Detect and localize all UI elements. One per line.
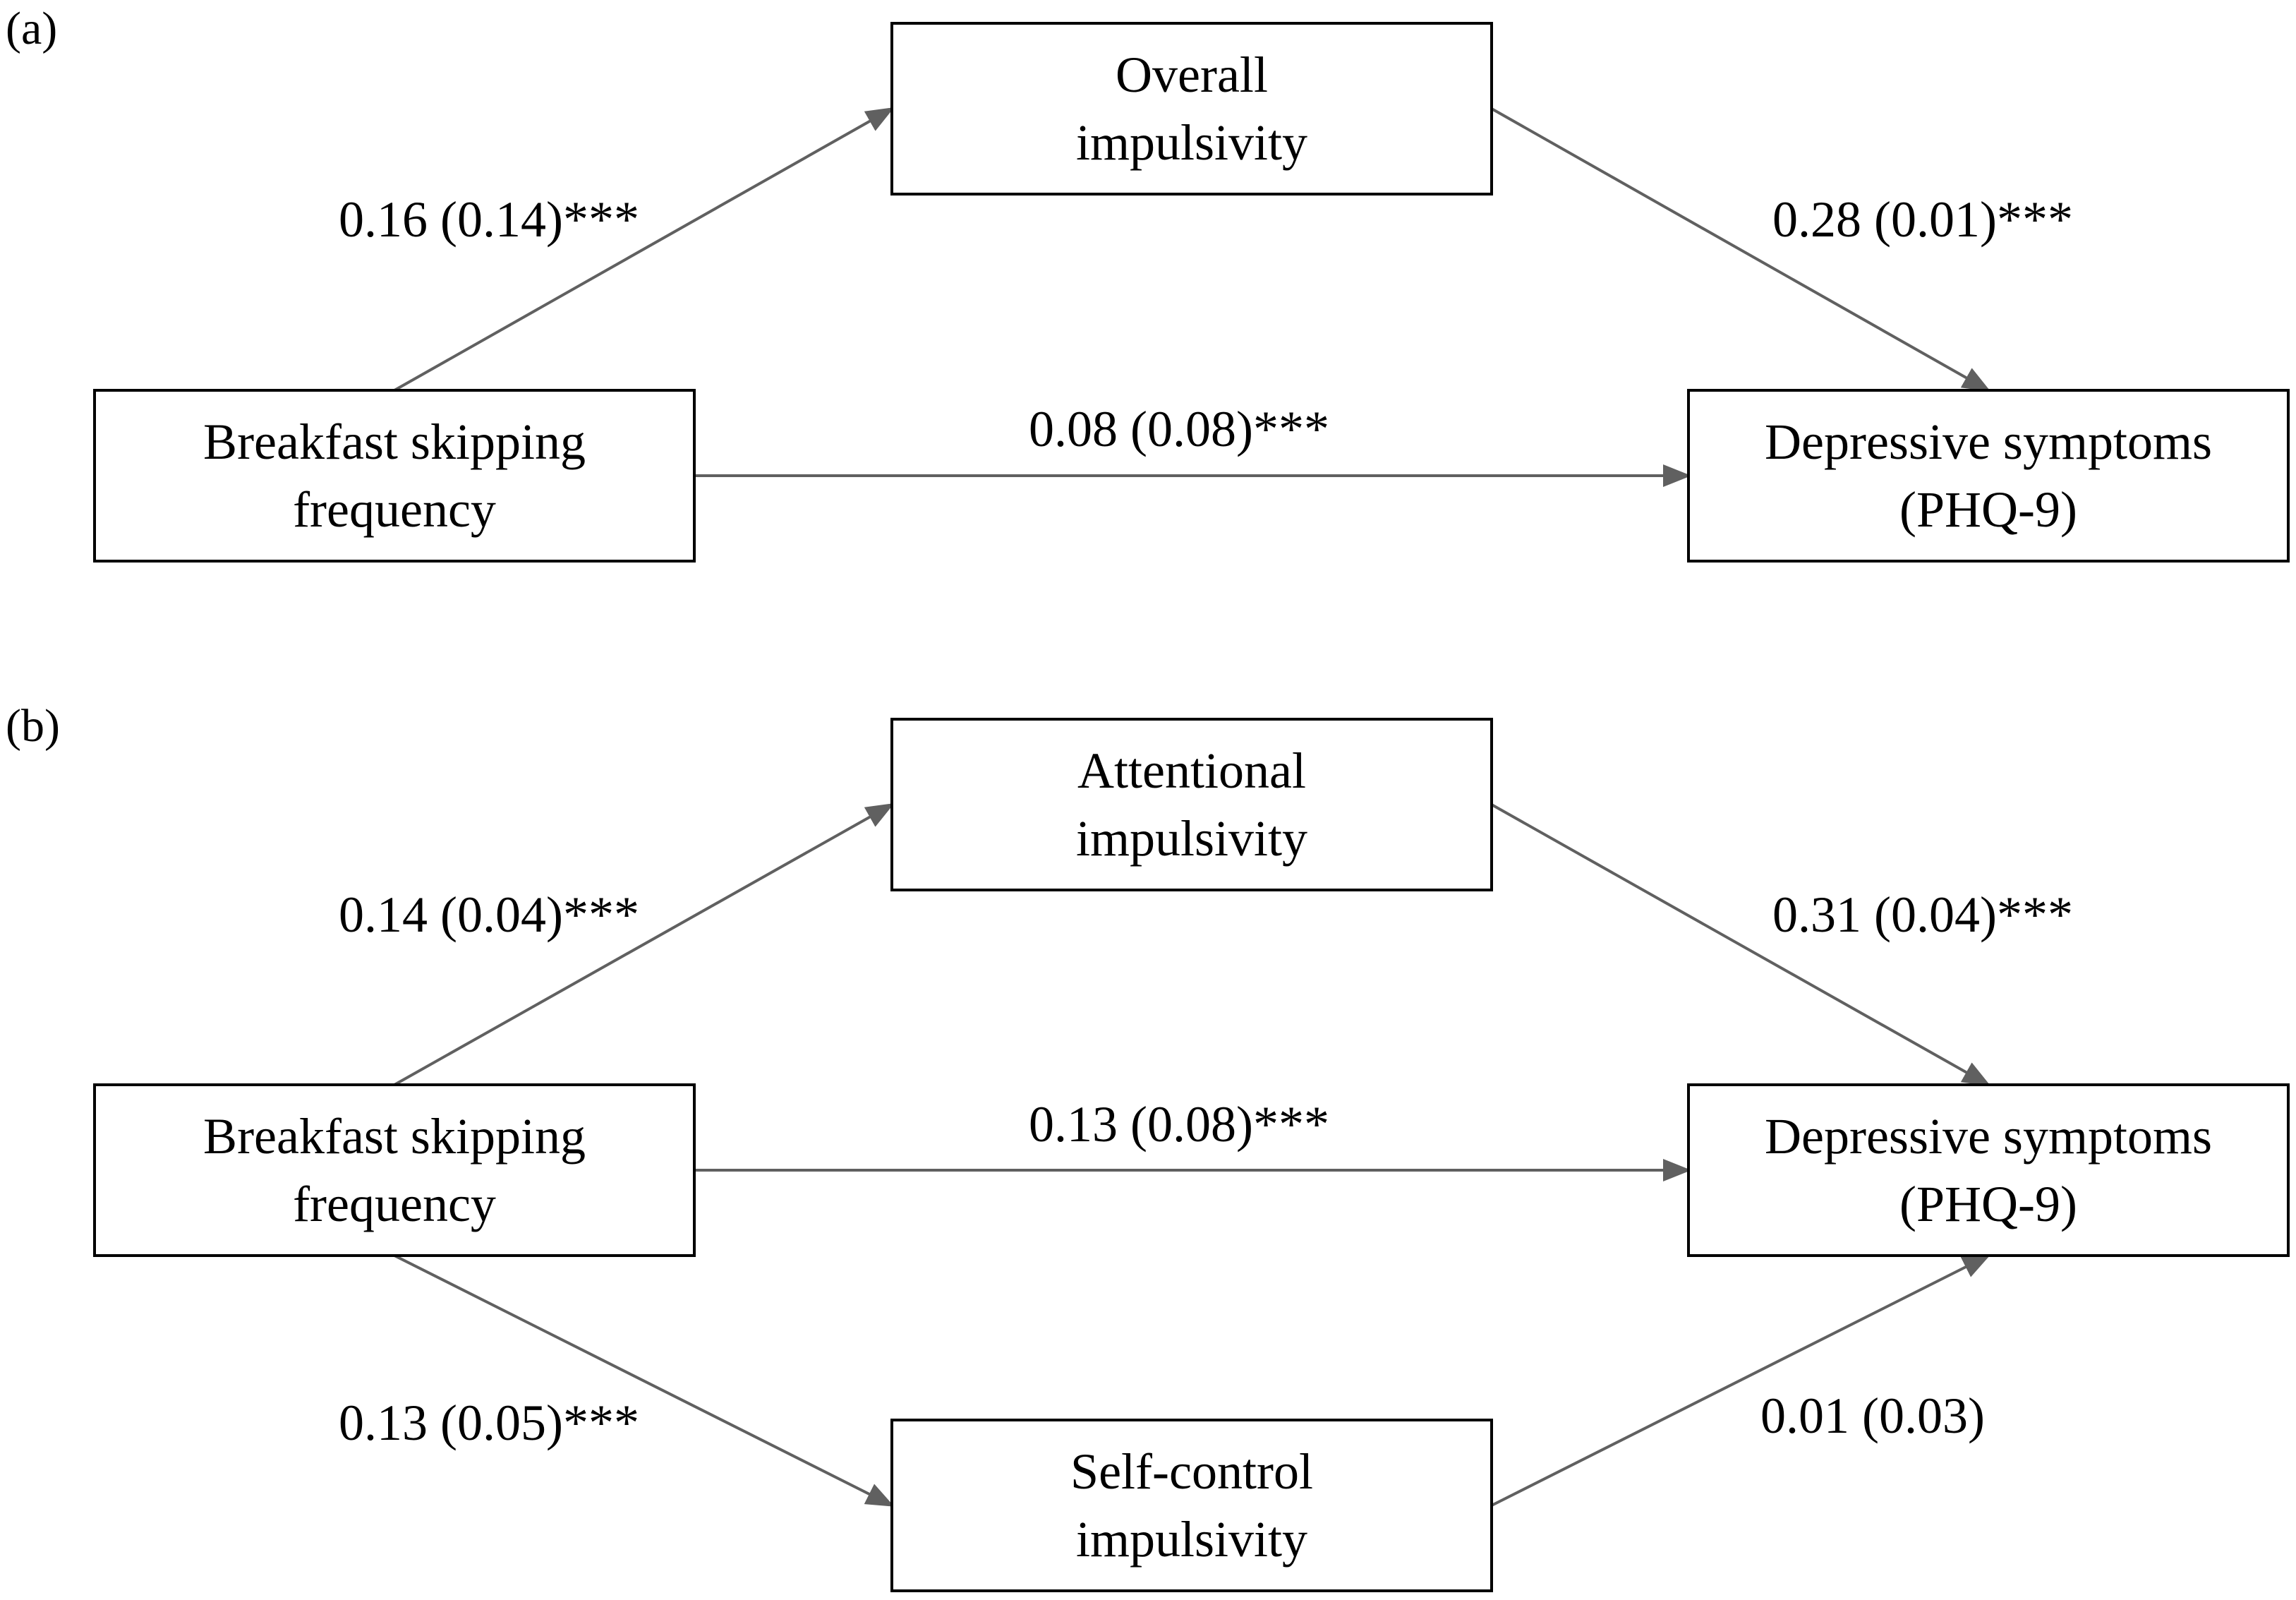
arrow-b2-path: [1491, 1254, 1991, 1507]
node-label-line: Overall: [1116, 47, 1268, 103]
arrow-b-path: [1491, 107, 1991, 392]
node-label-line: Breakfast skipping: [203, 414, 586, 470]
coefficient-label-b2-path: 0.01 (0.03): [1760, 1388, 1985, 1444]
edges-layer: [394, 107, 1991, 1507]
node-label-line: Depressive symptoms: [1765, 414, 2212, 470]
labels-layer: (a) 0.16 (0.14)*** 0.28 (0.01)*** 0.08 (0.0…: [6, 3, 2073, 1451]
node-box-med1: Attentional impulsivity: [890, 718, 1493, 891]
coefficient-label-b1-path: 0.31 (0.04)***: [1772, 886, 2073, 943]
nodes-layer: Breakfast skipping frequency Overall impuls…: [93, 22, 2290, 1592]
coefficient-label-c-path: 0.13 (0.08)***: [1029, 1096, 1329, 1153]
node-rect: [890, 22, 1493, 196]
node-label-line: (PHQ-9): [1899, 1176, 2077, 1232]
panel-label: (a): [6, 3, 57, 54]
arrow-a2-path: [394, 1254, 895, 1507]
node-box-med2: Self-control impulsivity: [890, 1419, 1493, 1592]
node-label-line: impulsivity: [1076, 1511, 1307, 1568]
node-box-dep: Depressive symptoms (PHQ-9): [1687, 389, 2290, 563]
node-label-line: impulsivity: [1076, 114, 1307, 171]
arrow-b1-path: [1491, 803, 1991, 1086]
coefficient-label-c-path: 0.08 (0.08)***: [1029, 401, 1329, 457]
node-label-line: (PHQ-9): [1899, 481, 2077, 538]
node-rect: [890, 718, 1493, 891]
node-label-line: frequency: [293, 1176, 496, 1232]
node-label-line: Attentional: [1077, 742, 1306, 799]
node-box-dep: Depressive symptoms (PHQ-9): [1687, 1083, 2290, 1257]
coefficient-label-a-path: 0.16 (0.14)***: [339, 191, 639, 248]
node-box-bsf: Breakfast skipping frequency: [93, 1083, 696, 1257]
arrow-a1-path: [394, 803, 895, 1086]
node-label-line: Breakfast skipping: [203, 1108, 586, 1165]
node-label-line: Self-control: [1070, 1443, 1313, 1500]
coefficient-label-a2-path: 0.13 (0.05)***: [339, 1395, 639, 1451]
coefficient-label-a1-path: 0.14 (0.04)***: [339, 886, 639, 943]
panel-label: (b): [6, 700, 60, 752]
arrow-a-path: [394, 107, 895, 392]
node-rect: [93, 1083, 696, 1257]
node-box-bsf: Breakfast skipping frequency: [93, 389, 696, 563]
node-box-med: Overall impulsivity: [890, 22, 1493, 196]
node-rect: [1687, 1083, 2290, 1257]
coefficient-label-b-path: 0.28 (0.01)***: [1772, 191, 2073, 248]
node-label-line: Depressive symptoms: [1765, 1108, 2212, 1165]
node-label-line: frequency: [293, 481, 496, 538]
node-rect: [93, 389, 696, 563]
node-rect: [1687, 389, 2290, 563]
node-label-line: impulsivity: [1076, 810, 1307, 867]
node-rect: [890, 1419, 1493, 1592]
